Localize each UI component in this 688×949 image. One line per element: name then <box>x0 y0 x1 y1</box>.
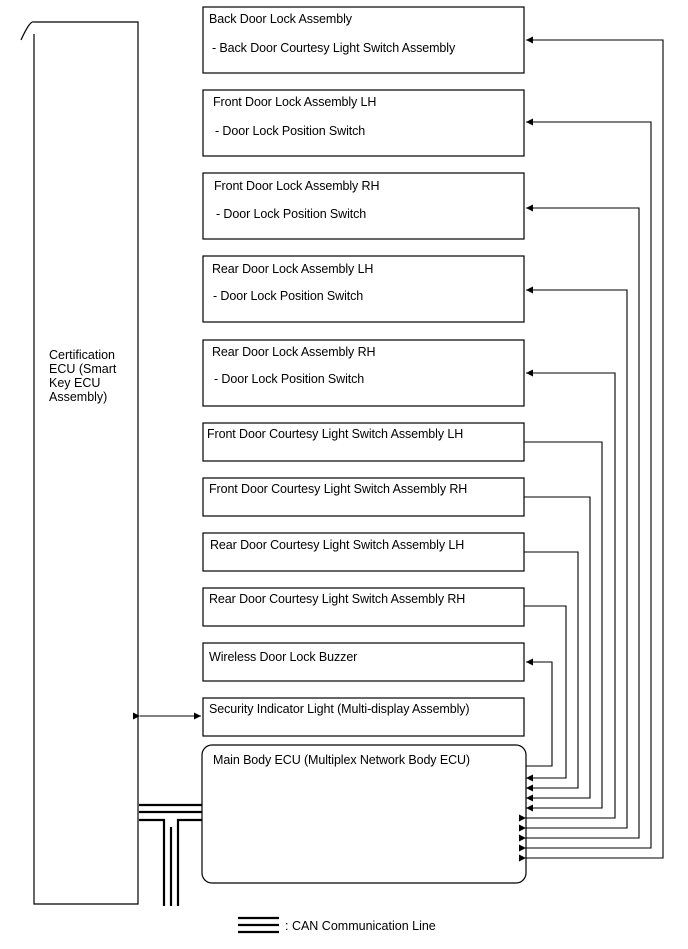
wire-front-courtesy-rh <box>524 496 591 802</box>
rear-door-lock-lh-title: Rear Door Lock Assembly LH <box>212 262 374 276</box>
can-bus <box>139 803 202 906</box>
rear-door-lock-rh-title: Rear Door Lock Assembly RH <box>212 345 376 359</box>
signal-wires <box>133 36 664 862</box>
wire-rear-door-lh <box>519 286 628 832</box>
wire-rear-courtesy-lh <box>524 551 579 792</box>
security-indicator-title: Security Indicator Light (Multi-display … <box>209 702 470 716</box>
can-legend-line <box>238 916 279 934</box>
wire-buzzer <box>526 658 553 767</box>
front-courtesy-lh-title: Front Door Courtesy Light Switch Assembl… <box>207 427 464 441</box>
back-door-lock-title: Back Door Lock Assembly <box>209 12 352 26</box>
rear-door-lock-lh-sub: - Door Lock Position Switch <box>213 289 364 303</box>
rear-courtesy-rh-title: Rear Door Courtesy Light Switch Assembly… <box>209 592 466 606</box>
wireless-buzzer-title: Wireless Door Lock Buzzer <box>209 650 358 664</box>
certification-ecu-label: Certification ECU (Smart Key ECU Assembl… <box>49 348 117 404</box>
wire-front-door-rh <box>519 204 640 842</box>
wire-front-courtesy-lh <box>524 441 603 812</box>
front-door-lock-rh-sub: - Door Lock Position Switch <box>216 207 367 221</box>
wire-back-door <box>519 36 664 862</box>
rear-door-lock-rh-sub: - Door Lock Position Switch <box>214 372 365 386</box>
rear-courtesy-lh-title: Rear Door Courtesy Light Switch Assembly… <box>210 538 465 552</box>
front-door-lock-lh-sub: - Door Lock Position Switch <box>215 124 366 138</box>
front-door-lock-lh-title: Front Door Lock Assembly LH <box>213 95 377 109</box>
wire-front-door-lh <box>519 118 652 852</box>
front-door-lock-rh-title: Front Door Lock Assembly RH <box>214 179 380 193</box>
wire-rear-door-rh <box>519 369 616 822</box>
back-door-lock-sub: - Back Door Courtesy Light Switch Assemb… <box>212 41 456 55</box>
wire-rear-courtesy-rh <box>524 605 567 782</box>
certification-ecu-shape <box>20 21 139 905</box>
front-courtesy-rh-title: Front Door Courtesy Light Switch Assembl… <box>209 482 468 496</box>
main-body-ecu-label: Main Body ECU (Multiplex Network Body EC… <box>213 753 470 767</box>
can-legend-label: : CAN Communication Line <box>285 919 436 933</box>
